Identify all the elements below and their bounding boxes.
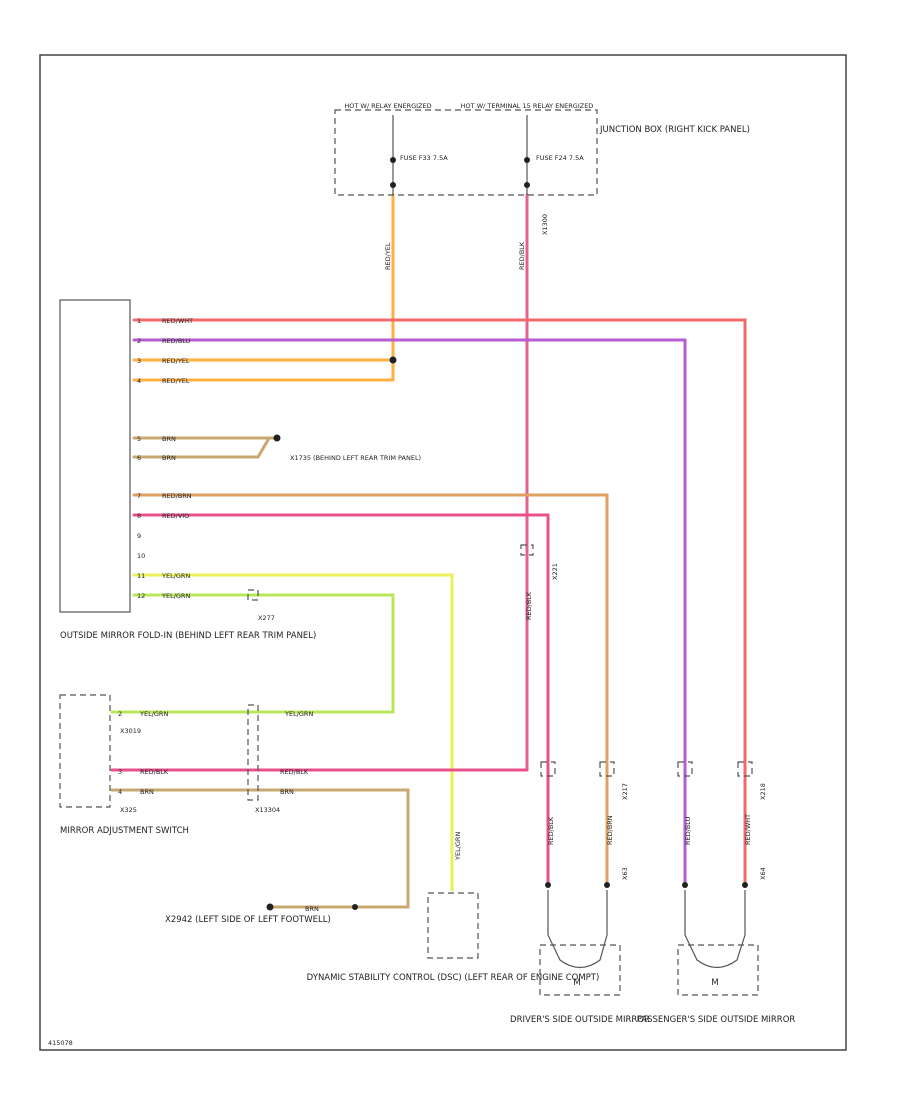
- switch-wire-red-blk-1: RED/BLK: [140, 768, 169, 776]
- dsc-wire-label: YEL/GRN: [454, 832, 462, 861]
- passenger-conn-right-top: [737, 761, 753, 777]
- upper-ground-label: X1735 (BEHIND LEFT REAR TRIM PANEL): [290, 454, 421, 462]
- wire-pin12-yel-grn: [110, 593, 395, 714]
- junction-box-outline: [334, 109, 598, 196]
- module-pin-number: 6: [137, 454, 141, 462]
- drivers-wire-left: RED/BLK: [547, 816, 555, 845]
- module-pin-number: 8: [137, 512, 141, 520]
- drivers-motor-label: M: [573, 978, 580, 988]
- passenger-wire-left: RED/BLU: [684, 816, 692, 845]
- module-pin-number: 9: [137, 532, 141, 540]
- splice-connector: [247, 589, 259, 601]
- dsc-module-box: [427, 892, 479, 959]
- module-pin-number: 2: [137, 337, 141, 345]
- passenger-conn-bottom: X64: [759, 867, 767, 880]
- wire-switch-brn: [110, 788, 410, 909]
- fuse-f24: FUSE F24 7.5A: [524, 115, 584, 195]
- drivers-wire-right: RED/BRN: [606, 815, 614, 845]
- switch-wire-brn-2: BRN: [280, 788, 294, 796]
- switch-conn3: X13304: [255, 806, 280, 814]
- passenger-mirror-label: PASSENGER'S SIDE OUTSIDE MIRROR: [637, 1015, 796, 1025]
- drivers-conn-bottom: X63: [621, 867, 629, 880]
- module-pin-number: 10: [137, 552, 145, 560]
- switch-wire-red-blk-2: RED/BLK: [280, 768, 309, 776]
- junction-box-label: JUNCTION BOX (RIGHT KICK PANEL): [599, 125, 750, 135]
- drivers-conn-top: X217: [621, 783, 629, 800]
- switch-pin-2: 2: [118, 710, 122, 718]
- dsc-label: DYNAMIC STABILITY CONTROL (DSC) (LEFT RE…: [307, 973, 600, 983]
- wire-pin2-red-blu: [132, 338, 687, 887]
- switch-pin-3: 3: [118, 768, 122, 776]
- passenger-conn-top: X218: [759, 783, 767, 800]
- module-pin-number: 11: [137, 572, 145, 580]
- fuse1-label: FUSE F33 7.5A: [400, 154, 448, 162]
- switch-wire-yel-grn-2: YEL/GRN: [284, 710, 313, 718]
- module-pin-wire-label: YEL/GRN: [161, 592, 190, 600]
- switch-pin-4: 4: [118, 788, 122, 796]
- splice-dot-fuse1: [389, 356, 397, 364]
- module-pin-number: 3: [137, 357, 141, 365]
- drivers-mirror: M RED/BLK RED/BRN X217 X63 DRIVER'S SIDE…: [510, 761, 650, 1025]
- vertical-wire-x-label: X221: [551, 563, 559, 580]
- hot1-label: HOT W/ RELAY ENERGIZED: [344, 102, 431, 110]
- module-pin-wire-label: BRN: [162, 454, 176, 462]
- switch-wire-yel-grn-1: YEL/GRN: [139, 710, 168, 718]
- power-x-label: X1300: [541, 214, 549, 235]
- passenger-mirror: M RED/BLU RED/WHT X218 X64 PASSENGER'S S…: [637, 761, 796, 1025]
- hot2-label: HOT W/ TERMINAL 15 RELAY ENERGIZED: [461, 102, 594, 110]
- mirror-switch-box: [59, 694, 111, 808]
- splice-label: X277: [258, 614, 275, 622]
- drivers-conn-left-top: [540, 761, 556, 777]
- passenger-wire-right: RED/WHT: [744, 814, 752, 845]
- module-pin-wire-label: BRN: [162, 435, 176, 443]
- diagram-frame: [39, 54, 847, 1051]
- passenger-conn-left-top: [677, 761, 693, 777]
- module-pin-wire-label: RED/YEL: [162, 377, 190, 385]
- fuse-f33: FUSE F33 7.5A: [390, 115, 448, 195]
- module-pin-wire-label: RED/WHT: [162, 317, 193, 325]
- wire-pin7-red-brn: [132, 493, 609, 887]
- module-pin-wire-label: YEL/GRN: [161, 572, 190, 580]
- module-pin-number: 4: [137, 377, 141, 385]
- fuse2-label: FUSE F24 7.5A: [536, 154, 584, 162]
- module-pin-number: 1: [137, 317, 141, 325]
- drivers-conn-right-top: [599, 761, 615, 777]
- switch-label: MIRROR ADJUSTMENT SWITCH: [60, 826, 189, 836]
- wire-pin6-brn: [132, 438, 270, 459]
- fold-in-module-box: [59, 299, 131, 613]
- lower-ground-connector: [352, 904, 358, 910]
- vertical-wire-connector: [520, 544, 534, 556]
- power-wire1-label: RED/YEL: [384, 242, 392, 270]
- module-pin-number: 12: [137, 592, 145, 600]
- module-label: OUTSIDE MIRROR FOLD-IN (BEHIND LEFT REAR…: [60, 631, 316, 641]
- lower-ground-wire-label: BRN: [305, 905, 319, 913]
- switch-connector: [247, 704, 259, 801]
- wire-pin1-red-wht: [132, 318, 747, 887]
- wire-pin11-yel-grn: [132, 573, 454, 892]
- upper-ground-terminal: [273, 434, 281, 442]
- vertical-wire-label: RED/BLK: [525, 591, 533, 620]
- switch-conn2: X325: [120, 806, 137, 814]
- power-wire2-label: RED/BLK: [518, 241, 526, 270]
- drivers-mirror-box: [539, 944, 621, 996]
- passenger-motor-label: M: [711, 978, 718, 988]
- switch-wire-brn-1: BRN: [140, 788, 154, 796]
- lower-ground-label: X2942 (LEFT SIDE OF LEFT FOOTWELL): [165, 915, 331, 925]
- module-pin-wire-label: RED/VIO: [162, 512, 189, 520]
- footer-code: 415078: [48, 1039, 73, 1047]
- module-pin-wire-label: RED/YEL: [162, 357, 190, 365]
- wire-pin8-red-vio: [132, 513, 550, 887]
- passenger-mirror-box: [677, 944, 759, 996]
- module-pin-wire-label: RED/BLU: [162, 337, 191, 345]
- module-pin-wire-label: RED/BRN: [162, 492, 192, 500]
- switch-conn1: X3019: [120, 727, 141, 735]
- module-pin-number: 7: [137, 492, 141, 500]
- lower-ground-terminal: [266, 903, 274, 911]
- drivers-mirror-label: DRIVER'S SIDE OUTSIDE MIRROR: [510, 1015, 650, 1025]
- module-pin-number: 5: [137, 435, 141, 443]
- wires: [110, 193, 747, 909]
